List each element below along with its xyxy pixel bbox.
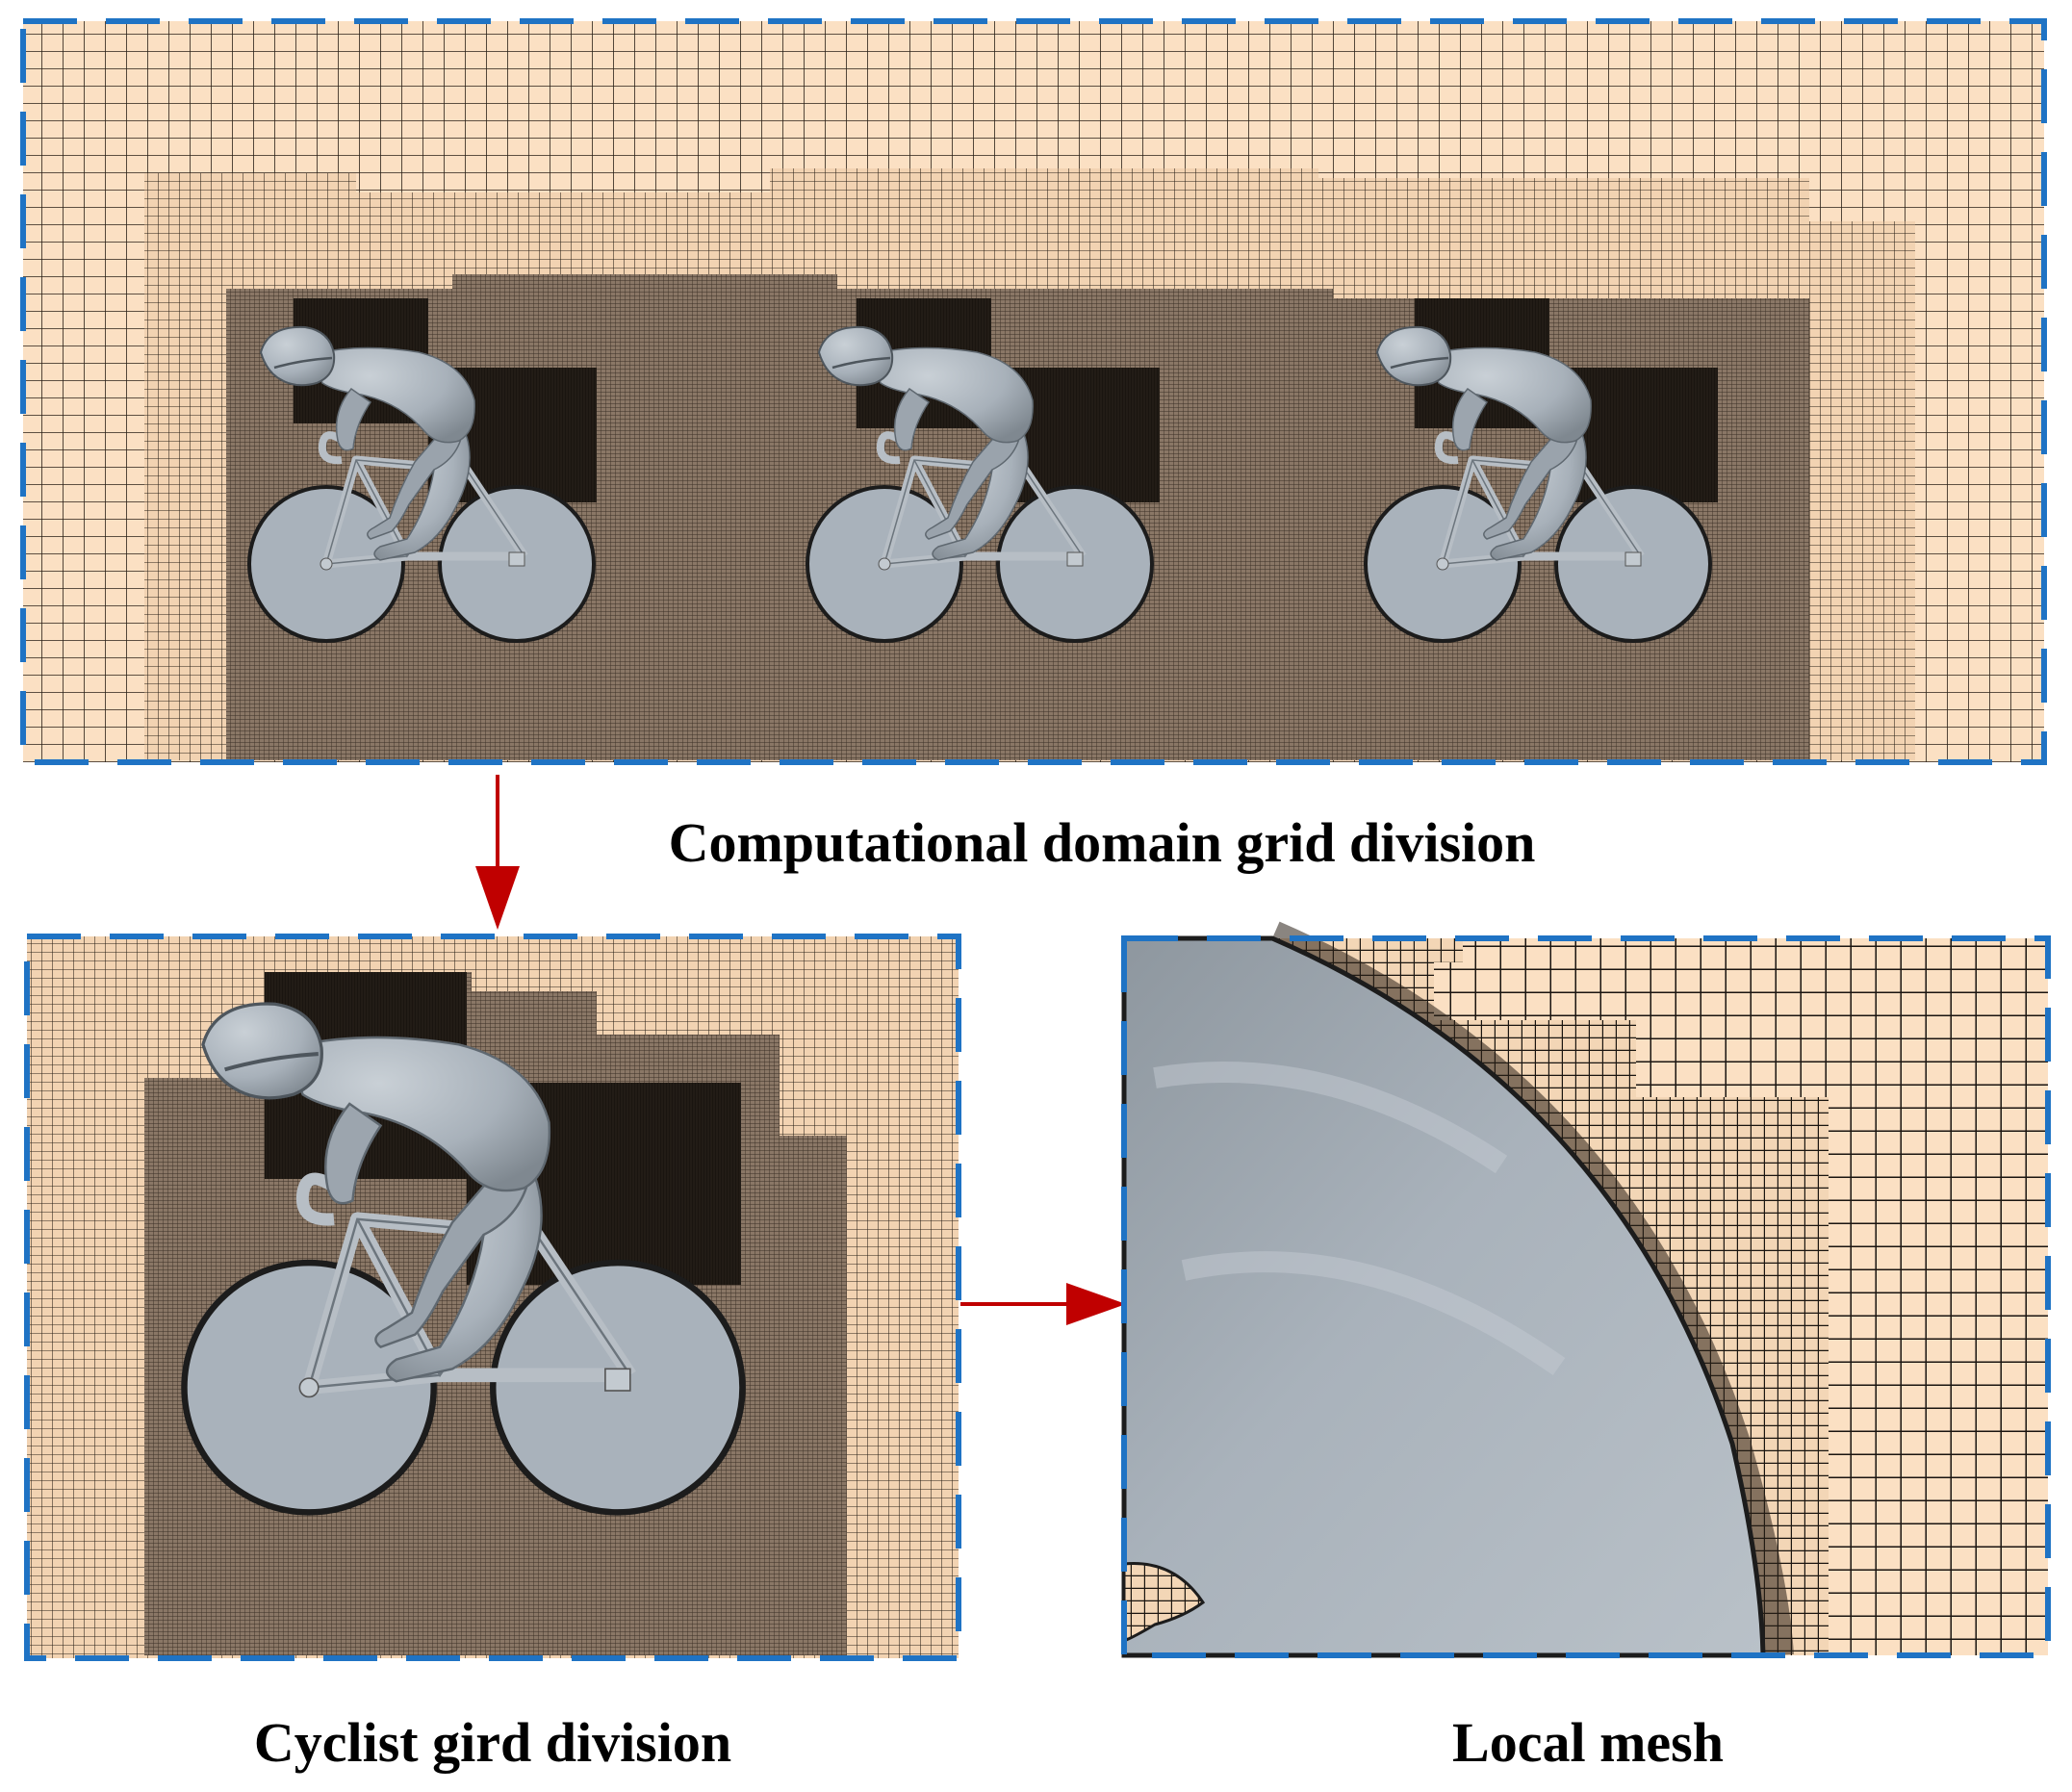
caption-computational-domain: Computational domain grid division xyxy=(669,811,1536,874)
cyclist-grid-panel xyxy=(24,934,961,1661)
arrow-down-icon xyxy=(475,775,520,930)
caption-cyclist: Cyclist gird division xyxy=(254,1711,731,1774)
arrow-right-icon xyxy=(960,1283,1126,1325)
body-shading xyxy=(1153,1062,1566,1376)
domain-frame xyxy=(20,18,2047,765)
cyclist-frame xyxy=(24,934,961,1661)
local-mesh-panel xyxy=(1121,921,2051,1658)
local-frame xyxy=(1121,935,2051,1658)
local-corner-mesh xyxy=(1122,1562,1206,1644)
computational-domain-panel xyxy=(20,18,2047,765)
caption-local-mesh: Local mesh xyxy=(1452,1711,1724,1774)
